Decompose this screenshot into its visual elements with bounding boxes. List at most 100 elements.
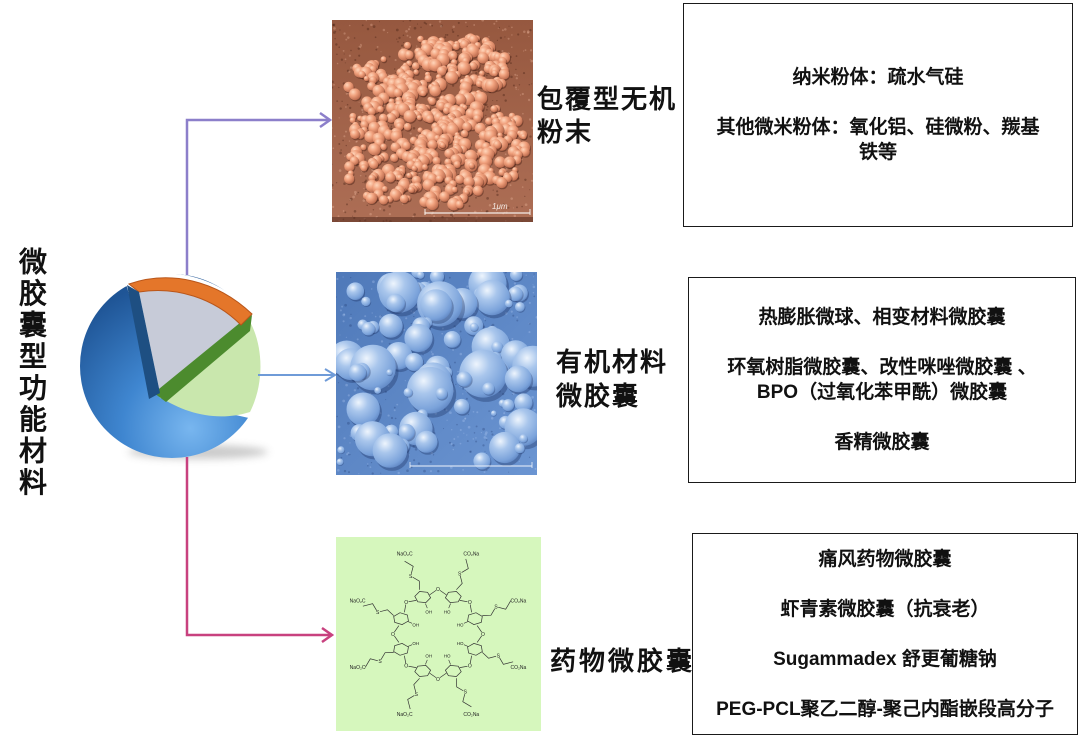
box-item: 环氧树脂微胶囊、改性咪唑微胶囊 、 BPO（过氧化苯甲酰）微胶囊 — [727, 355, 1036, 405]
sem-footer-band — [332, 217, 533, 222]
ring-oxygen-label: O — [436, 677, 440, 683]
sulfur-label: S — [415, 692, 419, 698]
ring-oxygen-label: O — [436, 587, 440, 593]
hydroxyl-bond — [407, 644, 413, 647]
box-item-line: PEG-PCL聚乙二醇-聚己内酯嵌段高分子 — [716, 698, 1054, 720]
branch-label-drug-microcapsule: 药物微胶囊 — [550, 645, 695, 678]
hydroxyl-label: OH — [425, 609, 432, 614]
hydroxyl-bond — [407, 621, 413, 624]
box-item: 虾青素微胶囊（抗衰老） — [780, 597, 989, 622]
box-item-line: 热膨胀微球、相变材料微胶囊 — [758, 307, 1006, 328]
ring-oxygen-label: O — [404, 664, 408, 670]
hydroxyl-label: OH — [412, 641, 419, 646]
carboxylate-label: CO₂Na — [463, 712, 479, 718]
ring-oxygen-label: O — [468, 664, 472, 670]
hydroxyl-bond — [448, 603, 451, 609]
hydroxyl-bond — [425, 659, 428, 665]
branch-label-line: 粉末 — [537, 117, 594, 147]
box-item: Sugammadex 舒更葡糖钠 — [773, 647, 997, 672]
box-item: 痛风药物微胶囊 — [818, 547, 951, 572]
label-backdrop — [377, 659, 383, 664]
label-backdrop — [496, 653, 501, 658]
hydroxyl-label: HO — [444, 609, 451, 614]
sulfur-label: S — [494, 605, 498, 611]
box-item: 热膨胀微球、相变材料微胶囊 — [758, 305, 1005, 330]
box-item: 纳米粉体：疏水气硅 — [792, 65, 963, 90]
scale-bar — [424, 209, 531, 215]
structure-background — [336, 537, 541, 731]
hydroxyl-label: HO — [444, 654, 451, 659]
arrowhead-inorganic-powder — [319, 111, 333, 129]
sulfur-label: S — [458, 572, 462, 578]
label-backdrop — [463, 689, 468, 695]
ring-oxygen-label: O — [481, 632, 485, 638]
glucose-ring — [414, 591, 432, 603]
sphere-dark-blue-edge — [127, 285, 160, 399]
hydroxyl-bond — [448, 659, 451, 665]
label-backdrop — [467, 599, 473, 605]
particle-cluster — [343, 33, 531, 212]
label-backdrop — [403, 599, 409, 605]
connector-to-drug-microcapsule — [185, 457, 331, 637]
scale-bar — [409, 462, 533, 468]
sulfur-label: S — [376, 610, 380, 616]
box-drug-microcapsule: 痛风药物微胶囊 虾青素微胶囊（抗衰老） Sugammadex 舒更葡糖钠 PEG… — [692, 533, 1078, 735]
label-backdrop — [408, 573, 413, 579]
box-item-line: 纳米粉体：疏水气硅 — [792, 67, 964, 88]
label-backdrop — [457, 571, 462, 576]
hydroxyl-label: OH — [425, 654, 432, 659]
box-inorganic-powder: 纳米粉体：疏水气硅 其他微米粉体：氧化铝、硅微粉、羰基 铁等 — [683, 3, 1073, 227]
box-item-line: 环氧树脂微胶囊、改性咪唑微胶囊 、 — [727, 357, 1037, 378]
sulfur-label: S — [497, 654, 501, 660]
branch-label-line: 微胶囊 — [556, 381, 641, 411]
sulfur-label: S — [409, 574, 413, 580]
label-backdrop — [435, 586, 441, 592]
microsphere-field — [336, 272, 537, 471]
branch-label-line: 有机材料 — [556, 347, 669, 377]
carboxylate-label: CO₂Na — [510, 599, 526, 605]
cyclodextrin-structure: OHOSCO₂NaOHOSCO₂NaOHOSCO₂NaOHOSCO₂NaOOHS… — [350, 551, 527, 718]
box-item-line: 铁等 — [858, 142, 897, 163]
branch-label-inorganic-powder: 包覆型无机 粉末 — [537, 83, 677, 149]
label-backdrop — [493, 604, 499, 609]
label-backdrop — [403, 663, 409, 669]
sulfur-label: S — [464, 690, 468, 696]
label-backdrop — [480, 631, 486, 637]
box-item-line: 香精微胶囊 — [834, 432, 930, 453]
glucose-ring — [444, 665, 462, 677]
hydroxyl-label: HO — [457, 622, 464, 627]
box-item: 香精微胶囊 — [834, 430, 929, 455]
hydroxyl-bond — [463, 621, 469, 624]
carboxylate-label: CO₂Na — [510, 665, 526, 671]
box-item-line: BPO（过氧化苯甲酰）微胶囊 — [756, 382, 1008, 403]
label-backdrop — [375, 610, 380, 615]
ring-oxygen-label: O — [468, 600, 472, 606]
glucose-ring — [444, 591, 462, 603]
branch-label-line: 药物微胶囊 — [550, 646, 696, 676]
carboxylate-label: NaO₂C — [397, 712, 413, 718]
sphere-green-face — [160, 320, 261, 417]
arrowhead-organic-microcapsule — [324, 368, 337, 382]
arrowhead-drug-microcapsule — [321, 626, 335, 644]
carboxylate-label: NaO₂C — [397, 551, 413, 557]
ring-oxygen-label: O — [404, 600, 408, 606]
branch-label-line: 包覆型无机 — [537, 84, 678, 114]
sem-image-inorganic-powder: 1μm — [332, 20, 533, 222]
glucose-ring — [467, 643, 483, 656]
hydroxyl-bond — [425, 603, 428, 609]
glucose-ring — [467, 612, 483, 625]
box-item-line: 其他微米粉体：氧化铝、硅微粉、羰基 — [716, 117, 1040, 138]
diagram-title: 微胶囊型功能材料 — [16, 247, 47, 499]
carboxylate-label: NaO₂C — [350, 599, 366, 605]
carboxylate-label: CO₂Na — [463, 551, 479, 557]
box-item-line: 虾青素微胶囊（抗衰老） — [780, 598, 990, 620]
box-organic-microcapsule: 热膨胀微球、相变材料微胶囊 环氧树脂微胶囊、改性咪唑微胶囊 、 BPO（过氧化苯… — [688, 277, 1076, 483]
connector-to-inorganic-powder — [185, 118, 329, 275]
label-backdrop — [414, 692, 419, 697]
box-item-line: Sugammadex 舒更葡糖钠 — [773, 648, 997, 670]
scale-bar-label: 1μm — [492, 202, 508, 211]
box-item-line: 痛风药物微胶囊 — [818, 548, 952, 570]
hydroxyl-label: OH — [412, 622, 419, 627]
molecular-structure-image: OHOSCO₂NaOHOSCO₂NaOHOSCO₂NaOHOSCO₂NaOOHS… — [336, 537, 541, 731]
box-item: PEG-PCL聚乙二醇-聚己内酯嵌段高分子 — [716, 697, 1054, 722]
